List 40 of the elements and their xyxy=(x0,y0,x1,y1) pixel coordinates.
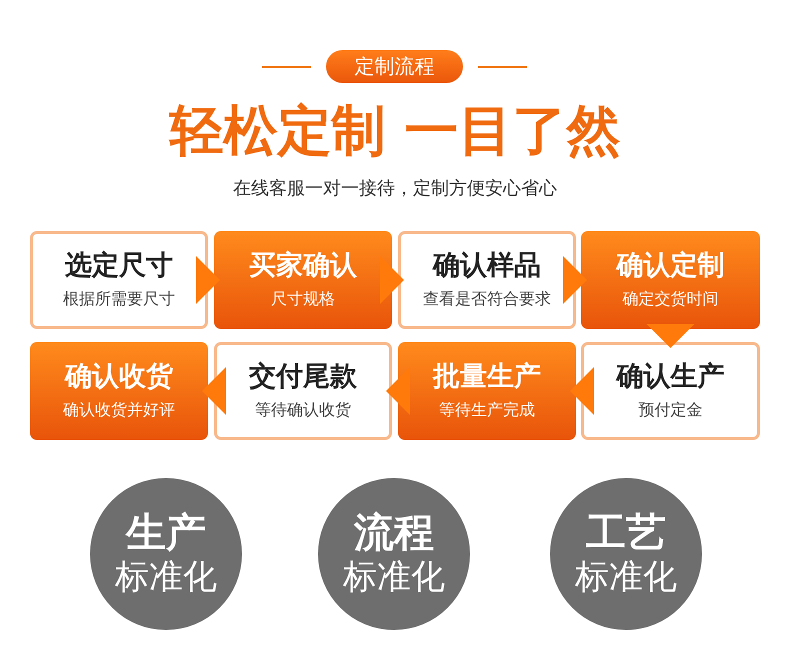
step-description: 尺寸规格 xyxy=(271,288,335,310)
arrow xyxy=(386,367,410,415)
circle-title: 生产 xyxy=(126,510,206,556)
step-description: 等待生产完成 xyxy=(439,399,535,421)
arrow xyxy=(202,367,226,415)
circle-subtitle: 标准化 xyxy=(115,556,217,598)
step-title: 交付尾款 xyxy=(249,360,357,394)
process-box xyxy=(398,231,576,329)
step-title: 批量生产 xyxy=(433,360,541,394)
circle-subtitle: 标准化 xyxy=(575,556,677,598)
process-box xyxy=(398,342,576,440)
circle-subtitle: 标准化 xyxy=(343,556,445,598)
title: 轻松定制 一目了然 xyxy=(168,98,622,164)
arrow xyxy=(196,256,220,304)
step-description: 预付定金 xyxy=(638,399,702,421)
arrow xyxy=(380,256,404,304)
step-title: 确认样品 xyxy=(433,249,541,283)
arrow xyxy=(570,367,594,415)
tag-pill: 定制流程 xyxy=(326,50,463,83)
arrow xyxy=(646,324,694,348)
subtitle: 在线客服一对一接待，定制方便安心省心 xyxy=(232,177,558,201)
process-box xyxy=(581,231,760,329)
circle-title: 工艺 xyxy=(586,510,666,556)
process-box xyxy=(30,342,208,440)
process-box xyxy=(214,342,392,440)
step-title: 买家确认 xyxy=(249,249,357,283)
step-description: 根据所需要尺寸 xyxy=(63,288,175,310)
step-title: 确认生产 xyxy=(616,360,724,394)
step-description: 查看是否符合要求 xyxy=(423,288,551,310)
process-box xyxy=(214,231,392,329)
circle-title: 流程 xyxy=(354,510,434,556)
step-title: 确认定制 xyxy=(616,249,724,283)
process-box xyxy=(581,342,760,440)
step-title: 确认收货 xyxy=(65,360,173,394)
step-description: 确定交货时间 xyxy=(622,288,718,310)
process-box xyxy=(30,231,208,329)
step-description: 等待确认收货 xyxy=(255,399,351,421)
step-title: 选定尺寸 xyxy=(65,249,173,283)
step-description: 确认收货并好评 xyxy=(63,399,175,421)
arrow xyxy=(563,256,587,304)
